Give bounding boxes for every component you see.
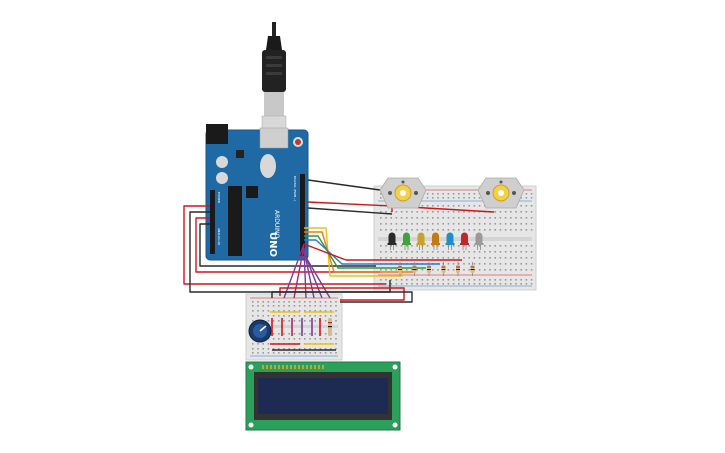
led[interactable] bbox=[387, 232, 397, 251]
resistor bbox=[328, 318, 332, 336]
led[interactable] bbox=[402, 232, 411, 251]
wire-black-left-inner bbox=[199, 223, 376, 267]
resistor bbox=[456, 262, 460, 276]
power-jack bbox=[206, 124, 228, 144]
wire-red-left-inner bbox=[195, 217, 380, 273]
power-analog-header bbox=[210, 190, 215, 254]
wire-purple-1 bbox=[283, 243, 305, 299]
power-header-label: POWER bbox=[217, 192, 221, 203]
servo-motor-1[interactable] bbox=[379, 177, 427, 209]
wire-magenta-1 bbox=[293, 245, 305, 299]
breadboard-holes bbox=[252, 301, 337, 354]
led-row bbox=[387, 232, 484, 251]
arduino-brand-label: ARDUINO bbox=[273, 210, 280, 239]
wire-yellow bbox=[304, 227, 403, 277]
wire-red-right bbox=[303, 243, 462, 261]
wire-purple-2 bbox=[303, 247, 307, 299]
wire-purple-5 bbox=[303, 253, 331, 299]
lcd-screen bbox=[258, 378, 388, 414]
led[interactable] bbox=[474, 232, 484, 251]
led[interactable] bbox=[445, 232, 455, 251]
resistor bbox=[427, 262, 431, 276]
led[interactable] bbox=[431, 232, 440, 251]
resistor-row bbox=[398, 262, 475, 276]
breadboard-small[interactable] bbox=[245, 293, 343, 361]
digital-header bbox=[300, 174, 305, 256]
resistor bbox=[441, 262, 446, 276]
resistor bbox=[398, 262, 402, 276]
microcontroller-chip bbox=[228, 186, 242, 256]
led[interactable] bbox=[416, 232, 426, 251]
analog-header-label: ANALOG IN bbox=[217, 228, 221, 245]
crystal bbox=[260, 154, 276, 178]
wire-black-top-2 bbox=[307, 207, 393, 215]
small-breadboard-jumpers bbox=[270, 311, 336, 351]
wire-black-bottom bbox=[271, 291, 413, 303]
potentiometer[interactable] bbox=[248, 319, 272, 343]
wire-red-left-loop bbox=[183, 205, 386, 285]
usb-port bbox=[259, 127, 289, 149]
usb-cable bbox=[261, 22, 287, 137]
servo-motor-2[interactable] bbox=[477, 177, 525, 209]
wire-blue bbox=[304, 239, 440, 265]
arduino-uno-board[interactable]: ARDUINO UNO DIGITAL (PWM~) POWER ANALOG … bbox=[205, 124, 309, 261]
led[interactable] bbox=[460, 232, 469, 251]
arduino-model-label: UNO bbox=[267, 232, 278, 257]
digital-header-label: DIGITAL (PWM~) bbox=[293, 176, 297, 201]
lcd-display[interactable] bbox=[245, 361, 401, 431]
wire-red-bottom bbox=[279, 287, 405, 301]
resistor bbox=[412, 262, 417, 276]
wire-black-top bbox=[307, 179, 381, 191]
resistor bbox=[470, 262, 475, 276]
